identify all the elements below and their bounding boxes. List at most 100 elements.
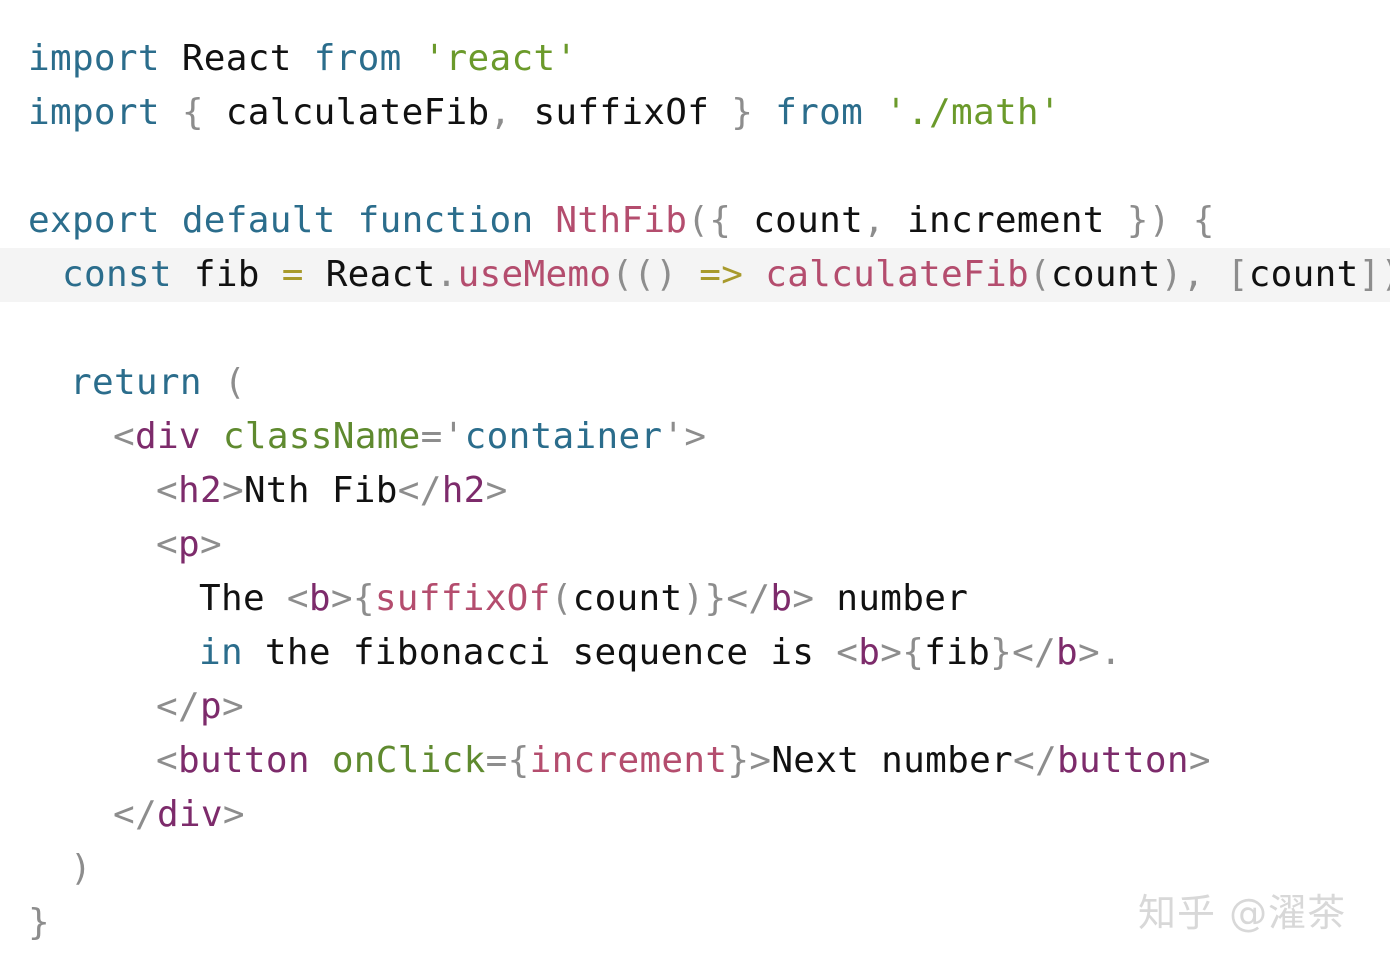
code-line-content: <div className='container'>: [113, 410, 706, 464]
code-token: >: [222, 794, 245, 835]
code-token: import: [28, 38, 160, 79]
code-token: <: [156, 740, 178, 781]
code-line-content: const fib = React.useMemo(() => calculat…: [62, 248, 1390, 302]
code-line: const fib = React.useMemo(() => calculat…: [0, 248, 1390, 302]
code-token: ): [70, 848, 92, 889]
code-token: React: [303, 254, 436, 295]
code-token: ': [442, 416, 465, 457]
code-token: >: [485, 470, 508, 511]
code-token: calculateFib: [765, 254, 1029, 295]
code-line: [0, 302, 1390, 356]
code-token: (: [223, 362, 246, 403]
code-token: b: [308, 578, 331, 619]
code-token: count: [1248, 254, 1359, 295]
code-line-content: The <b>{suffixOf(count)}</b> number: [199, 572, 968, 626]
code-token: './math': [885, 92, 1061, 133]
code-line-content: return (: [70, 356, 246, 410]
code-token: [160, 200, 182, 241]
code-line-content: </div>: [113, 788, 245, 842]
code-token: <: [113, 416, 135, 457]
code-token: fib: [171, 254, 282, 295]
code-token: the fibonacci sequence is: [242, 632, 837, 673]
code-token: p: [177, 524, 200, 565]
code-token: [292, 38, 314, 79]
code-token: </: [156, 686, 200, 727]
code-token: {: [1192, 200, 1215, 241]
code-token: default: [181, 200, 336, 241]
code-token: >{: [880, 632, 925, 673]
code-token: button: [177, 740, 310, 781]
code-token: [1171, 200, 1193, 241]
code-token: ),: [1160, 254, 1205, 295]
code-editor[interactable]: import React from 'react'import { calcul…: [0, 32, 1390, 950]
code-token: [160, 38, 182, 79]
code-line: return (: [0, 356, 1390, 410]
code-token: useMemo: [457, 254, 612, 295]
code-token: 'react': [423, 38, 578, 79]
code-token: <: [836, 632, 859, 673]
code-token: div: [156, 794, 223, 835]
code-token: return: [70, 362, 202, 403]
code-line: ): [0, 842, 1390, 896]
code-token: Next number: [771, 740, 1014, 781]
code-token: export: [28, 200, 160, 241]
code-token: NthFib: [555, 200, 688, 241]
code-line: The <b>{suffixOf(count)}</b> number: [0, 572, 1390, 626]
code-line-content: }: [28, 896, 50, 950]
code-token: ({: [687, 200, 732, 241]
code-token: [336, 200, 358, 241]
code-token: }): [1126, 200, 1171, 241]
code-token: )}</: [682, 578, 771, 619]
code-token: >: [199, 524, 222, 565]
code-line: </p>: [0, 680, 1390, 734]
code-token: div: [134, 416, 201, 457]
code-token: (: [1028, 254, 1051, 295]
code-token: >: [221, 686, 244, 727]
code-line-content: import { calculateFib, suffixOf } from '…: [28, 86, 1061, 140]
code-line: [0, 140, 1390, 194]
code-token: h2: [177, 470, 222, 511]
code-token: suffixOf: [374, 578, 551, 619]
code-token: </: [1013, 740, 1057, 781]
code-token: <: [286, 578, 309, 619]
code-token: button: [1056, 740, 1189, 781]
code-token: [202, 362, 224, 403]
code-line: <div className='container'>: [0, 410, 1390, 464]
code-token: h2: [441, 470, 486, 511]
code-line-content: <button onClick={increment}>Next number<…: [156, 734, 1211, 788]
code-line-content: import React from 'react': [28, 32, 577, 86]
code-token: function: [357, 200, 534, 241]
code-line: </div>: [0, 788, 1390, 842]
code-token: >: [221, 470, 244, 511]
code-token: '>: [662, 416, 707, 457]
code-token: }>: [727, 740, 772, 781]
code-token: in: [199, 632, 243, 673]
code-token: number: [814, 578, 969, 619]
code-token: <: [156, 470, 178, 511]
code-token: b: [858, 632, 881, 673]
code-token: <: [156, 524, 178, 565]
code-token: (: [550, 578, 573, 619]
code-line-content: <h2>Nth Fib</h2>: [156, 464, 508, 518]
code-token: >.: [1078, 632, 1122, 673]
code-line: export default function NthFib({ count, …: [0, 194, 1390, 248]
code-token: [310, 740, 332, 781]
code-line-content: in the fibonacci sequence is <b>{fib}</b…: [199, 626, 1122, 680]
code-token: [863, 92, 885, 133]
code-token: ={: [485, 740, 530, 781]
code-token: =: [281, 254, 304, 295]
code-token: >: [1188, 740, 1211, 781]
code-token: ]): [1358, 254, 1390, 295]
code-token: onClick: [331, 740, 486, 781]
code-token: {: [181, 92, 204, 133]
code-token: count: [731, 200, 864, 241]
code-token: [743, 254, 765, 295]
code-token: import: [28, 92, 160, 133]
code-line-content: </p>: [156, 680, 244, 734]
code-token: [402, 38, 424, 79]
code-token: React: [181, 38, 292, 79]
code-token: </: [113, 794, 157, 835]
code-token: =: [420, 416, 443, 457]
code-line-content: ): [70, 842, 92, 896]
code-token: from: [775, 92, 864, 133]
